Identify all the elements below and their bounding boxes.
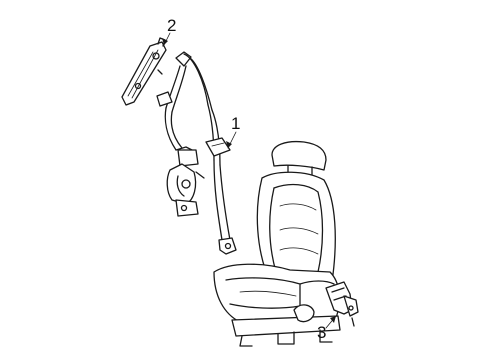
height-adjuster-part [121, 37, 167, 106]
callout-1: 1 [226, 114, 240, 149]
callout-2: 2 [162, 16, 176, 46]
seat-part [213, 140, 341, 347]
callout-3-number: 3 [317, 323, 326, 342]
callout-1-number: 1 [231, 114, 240, 133]
callout-3: 3 [317, 315, 337, 342]
seat-belt-assembly-part [156, 51, 237, 255]
buckle-part [325, 281, 359, 327]
callout-2-number: 2 [167, 16, 176, 35]
